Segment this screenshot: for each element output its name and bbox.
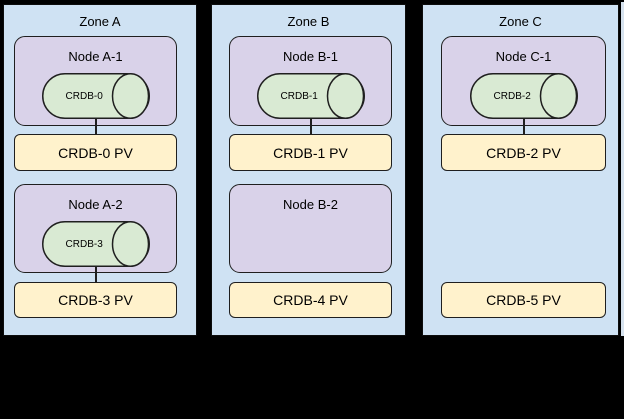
node-a-1: Node A-1 CRDB-0 [14, 36, 177, 126]
right-edge-strip [621, 2, 624, 336]
cylinder-icon [469, 73, 578, 119]
pv-crdb-1: CRDB-1 PV [229, 134, 392, 171]
cylinder-crdb-1-label: CRDB-1 [280, 90, 318, 102]
zone-b-label: Zone B [287, 14, 330, 29]
zone-c: Zone C Node C-1 CRDB-2 CRDB-2 PV CRDB-5 … [422, 4, 619, 336]
zone-a-label: Zone A [79, 14, 121, 29]
cylinder-crdb-3: CRDB-3 [41, 221, 150, 267]
node-c-1-label: Node C-1 [495, 49, 552, 64]
pv-crdb-4-label: CRDB-4 PV [273, 292, 348, 308]
pv-crdb-0: CRDB-0 PV [14, 134, 177, 171]
cylinder-icon [256, 73, 365, 119]
node-b-2: Node B-2 [229, 184, 392, 273]
pv-crdb-4: CRDB-4 PV [229, 282, 392, 318]
connector-line-crdb-1 [309, 119, 312, 134]
node-b-1: Node B-1 CRDB-1 [229, 36, 392, 126]
node-b-2-label: Node B-2 [283, 197, 338, 212]
pv-crdb-2: CRDB-2 PV [441, 134, 606, 171]
pv-crdb-5: CRDB-5 PV [441, 282, 606, 318]
cylinder-icon [41, 73, 150, 119]
connector-line-crdb-3 [94, 267, 97, 282]
cylinder-crdb-0: CRDB-0 [41, 73, 150, 119]
node-a-1-label: Node A-1 [68, 49, 123, 64]
pv-crdb-3-label: CRDB-3 PV [58, 292, 133, 308]
connector-line-crdb-2 [522, 119, 525, 134]
pv-crdb-3: CRDB-3 PV [14, 282, 177, 318]
node-a-2-label: Node A-2 [68, 197, 123, 212]
cylinder-crdb-0-label: CRDB-0 [65, 90, 103, 102]
node-a-2: Node A-2 CRDB-3 [14, 184, 177, 273]
zone-a: Zone A Node A-1 CRDB-0 CRDB-0 PV Node A-… [3, 4, 197, 336]
cylinder-crdb-3-label: CRDB-3 [65, 238, 103, 250]
pv-crdb-1-label: CRDB-1 PV [273, 144, 348, 161]
cylinder-crdb-1: CRDB-1 [256, 73, 365, 119]
pv-crdb-2-label: CRDB-2 PV [486, 144, 561, 161]
node-b-1-label: Node B-1 [283, 49, 338, 64]
node-c-1: Node C-1 CRDB-2 [441, 36, 606, 126]
zone-b: Zone B Node B-1 CRDB-1 CRDB-1 PV Node B-… [211, 4, 406, 336]
pv-crdb-5-label: CRDB-5 PV [486, 292, 561, 308]
connector-line-crdb-0 [94, 119, 97, 134]
cylinder-crdb-2-label: CRDB-2 [493, 90, 531, 102]
cylinder-crdb-2: CRDB-2 [469, 73, 578, 119]
pv-crdb-0-label: CRDB-0 PV [58, 144, 133, 161]
cylinder-icon [41, 221, 150, 267]
zone-c-label: Zone C [499, 14, 542, 29]
